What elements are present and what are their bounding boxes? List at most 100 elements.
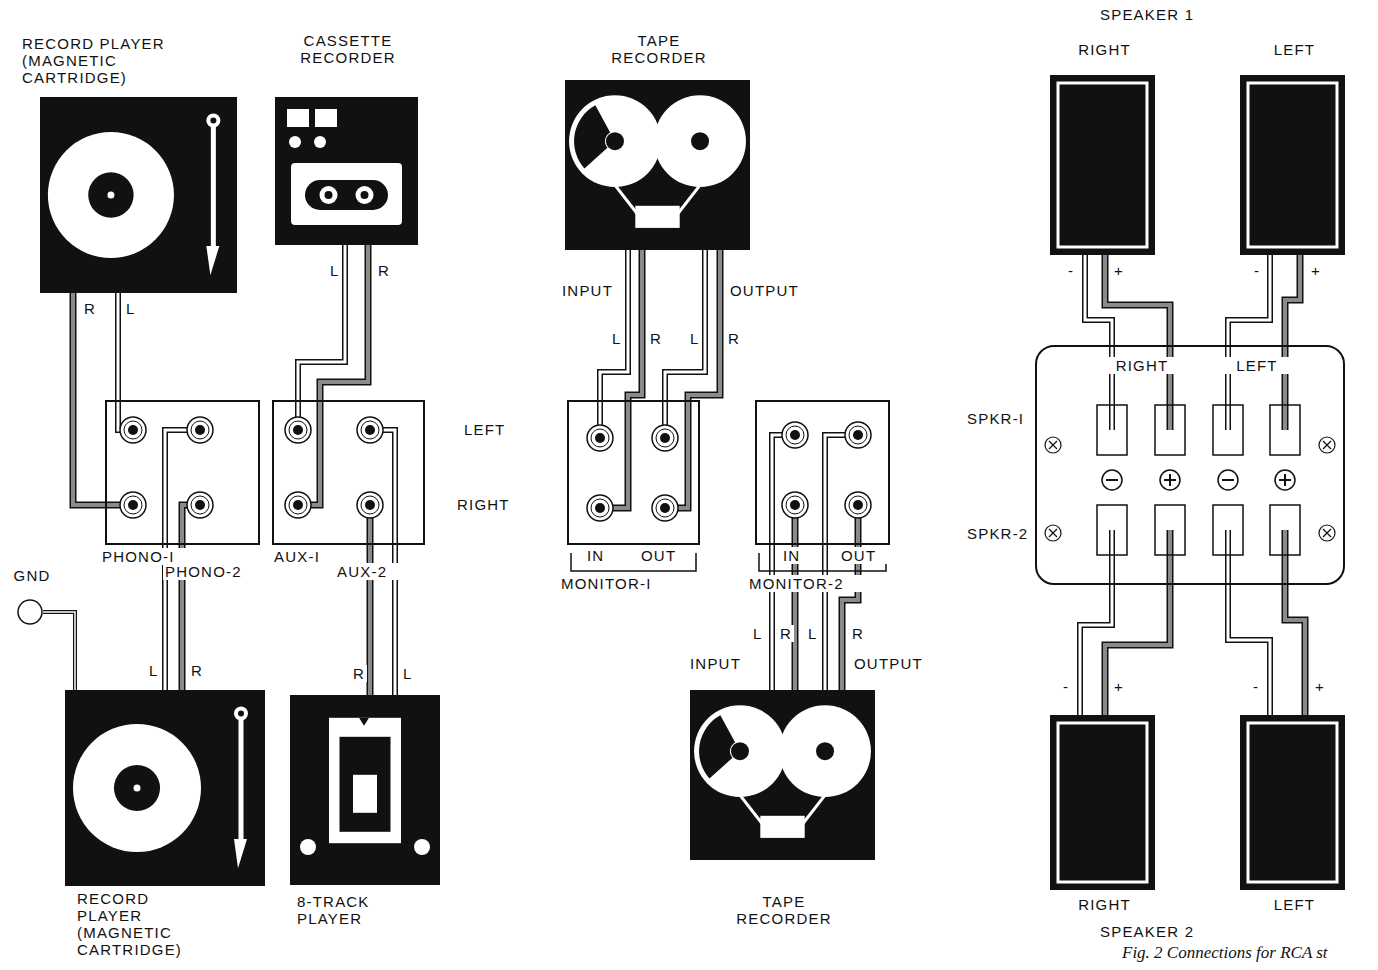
rca-jack-pin bbox=[195, 500, 205, 510]
wire-label: L bbox=[610, 330, 624, 347]
rca-jack bbox=[782, 492, 808, 518]
panel-outline bbox=[568, 401, 699, 544]
cable-wire bbox=[1285, 530, 1305, 715]
wire-label: R bbox=[726, 330, 742, 347]
wire-label: R bbox=[351, 665, 367, 682]
speaker-terminal-panel-drawing bbox=[1035, 345, 1345, 585]
cable-wire bbox=[1285, 255, 1300, 430]
rca-jack-ring bbox=[786, 426, 804, 444]
speaker-drawing bbox=[1050, 75, 1155, 255]
rca-jack-pin bbox=[853, 430, 863, 440]
wire-outline bbox=[1285, 530, 1305, 715]
tape-reel bbox=[694, 705, 786, 797]
rca-jack-ring bbox=[786, 496, 804, 514]
speaker-grille-edge bbox=[1248, 83, 1337, 247]
rca-jack bbox=[120, 417, 146, 443]
rca-jack bbox=[357, 492, 383, 518]
cassette-knob bbox=[289, 136, 301, 148]
rca-jack bbox=[587, 425, 613, 451]
wire-core bbox=[1105, 530, 1170, 715]
panel-screw-slot bbox=[1049, 441, 1057, 449]
spindle bbox=[107, 192, 114, 199]
rca-jack-pin bbox=[128, 425, 138, 435]
wire-label: R bbox=[778, 625, 794, 642]
rca-jack bbox=[587, 495, 613, 521]
panel-outline bbox=[106, 401, 259, 544]
speaker-grille-edge bbox=[1058, 723, 1147, 882]
jack-panel: AUX-IAUX-2 bbox=[272, 400, 425, 545]
jack-panel-drawing bbox=[105, 400, 260, 545]
device-label: RECORD PLAYER (MAGNETIC CARTRIDGE) bbox=[75, 890, 199, 958]
player-knob bbox=[414, 839, 430, 855]
cable-wire bbox=[1105, 530, 1170, 715]
player-body bbox=[290, 695, 440, 885]
rca-jack-pin bbox=[128, 500, 138, 510]
rca-jack-ring bbox=[361, 421, 379, 439]
rca-jack-pin bbox=[853, 500, 863, 510]
eight-track-player: 8-TRACK PLAYER bbox=[290, 695, 440, 885]
device-label: RIGHT bbox=[1050, 896, 1159, 913]
wire-core bbox=[1228, 255, 1270, 430]
wire-label: R bbox=[850, 625, 866, 642]
rca-jack-pin bbox=[293, 500, 303, 510]
tape-recorder-body bbox=[690, 690, 875, 860]
wire-label: R bbox=[648, 330, 664, 347]
cassette-hub bbox=[320, 186, 338, 204]
cassette-hub-hole bbox=[325, 191, 333, 199]
speaker: RIGHT bbox=[1050, 75, 1155, 255]
polarity-symbol bbox=[1275, 470, 1295, 490]
wire-label: L bbox=[147, 662, 161, 679]
record-label bbox=[114, 765, 160, 811]
wire-core bbox=[1285, 530, 1305, 715]
label: LEFT bbox=[462, 421, 507, 438]
wire-outline bbox=[43, 612, 75, 690]
cable-wire bbox=[43, 612, 75, 690]
wire-outline bbox=[1228, 530, 1270, 715]
device-label: TAPE RECORDER bbox=[602, 32, 716, 66]
tape-recorder-body bbox=[565, 80, 750, 250]
device-label: AUX-2 bbox=[335, 563, 419, 580]
figure-caption: Fig. 2 Connections for RCA st bbox=[1120, 944, 1330, 961]
rca-jack-ring bbox=[124, 496, 142, 514]
record-player-drawing bbox=[40, 97, 237, 293]
rca-jack-ring bbox=[361, 496, 379, 514]
rca-jack-pin bbox=[195, 425, 205, 435]
reel-hub bbox=[691, 132, 709, 150]
cartridge-opening bbox=[340, 737, 391, 832]
panel-screw-slot bbox=[1323, 529, 1331, 537]
platter bbox=[48, 132, 174, 258]
speaker-terminal bbox=[1213, 405, 1243, 455]
player-knob bbox=[300, 839, 316, 855]
cable-wire bbox=[795, 505, 796, 690]
speaker: LEFT bbox=[1240, 75, 1345, 255]
device-label: SPKR-2 bbox=[965, 525, 1035, 542]
tape-reel bbox=[654, 95, 746, 187]
panel-screw-slot bbox=[1323, 441, 1331, 449]
wire-label: + bbox=[1309, 262, 1323, 279]
label: RIGHT bbox=[455, 496, 512, 513]
rca-jack bbox=[285, 492, 311, 518]
wire-outline bbox=[1285, 255, 1300, 430]
cassette-body bbox=[275, 97, 418, 245]
label: OUTPUT bbox=[852, 655, 925, 672]
tonearm-pivot bbox=[206, 114, 220, 128]
record-player-drawing bbox=[65, 690, 265, 886]
device-label: CASSETTE RECORDER bbox=[281, 32, 415, 66]
panel-screw bbox=[1045, 525, 1061, 541]
wire-label: R bbox=[189, 662, 205, 679]
tonearm bbox=[211, 121, 216, 250]
wire-label: - bbox=[1252, 262, 1262, 279]
eight-track-player-drawing bbox=[290, 695, 440, 885]
tonearm-head bbox=[206, 246, 219, 275]
wire-outline bbox=[367, 505, 374, 695]
wire-core bbox=[43, 612, 75, 690]
tonearm-pivot-center bbox=[238, 711, 244, 717]
rca-jack bbox=[845, 422, 871, 448]
polarity-symbol bbox=[1102, 470, 1122, 490]
jack-panel: PHONO-IPHONO-2 bbox=[105, 400, 260, 545]
tonearm bbox=[239, 714, 244, 843]
speaker-drawing bbox=[1050, 715, 1155, 890]
polarity-symbol bbox=[1160, 470, 1180, 490]
cassette-hub-hole bbox=[361, 191, 369, 199]
wire-core bbox=[73, 293, 133, 505]
